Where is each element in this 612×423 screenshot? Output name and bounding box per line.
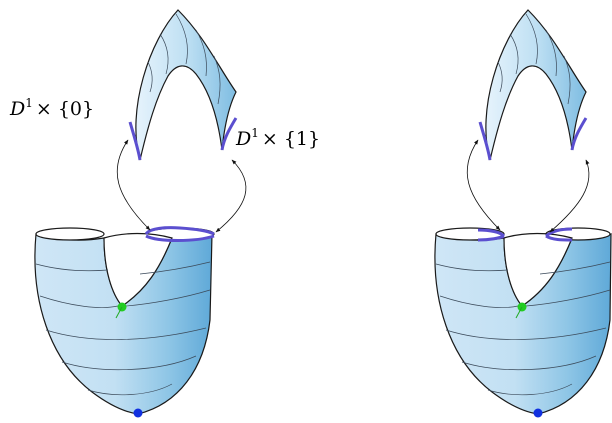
right-arrow-1	[549, 159, 590, 233]
label-right-sup: 1	[251, 126, 259, 140]
right-cup-notch	[503, 232, 573, 307]
left-cup	[34, 226, 215, 418]
label-d1-times-0: D1× {0}	[10, 97, 94, 119]
left-handle-contours	[147, 13, 221, 105]
label-right-var: D	[236, 128, 252, 150]
label-left-var: D	[10, 98, 26, 120]
left-handle-surface	[135, 9, 237, 161]
label-left-rest: × {0}	[35, 98, 95, 120]
right-handle	[478, 9, 588, 161]
left-critical-point-blue	[133, 408, 143, 418]
right-figure	[434, 9, 612, 418]
right-critical-point-blue	[533, 408, 543, 418]
right-handle-contours	[497, 13, 571, 105]
left-figure	[34, 9, 247, 418]
label-right-rest: × {1}	[261, 128, 321, 150]
left-handle	[128, 9, 238, 161]
left-handle-attaching-arc-1	[220, 117, 238, 151]
label-left-sup: 1	[25, 96, 33, 110]
right-handle-surface	[485, 9, 587, 161]
right-cup-contours	[435, 261, 611, 396]
right-cup	[434, 227, 612, 418]
left-arrow-1	[215, 159, 247, 233]
left-cup-opening-left	[35, 227, 105, 241]
right-handle-attaching-arc-1	[570, 117, 588, 151]
left-cup-attaching-arc	[144, 226, 215, 236]
left-cup-contours	[35, 261, 211, 396]
label-d1-times-1: D1× {1}	[236, 127, 320, 149]
left-arrow-0	[116, 139, 151, 231]
left-cup-notch	[103, 232, 173, 307]
right-arrow-0	[466, 139, 501, 231]
